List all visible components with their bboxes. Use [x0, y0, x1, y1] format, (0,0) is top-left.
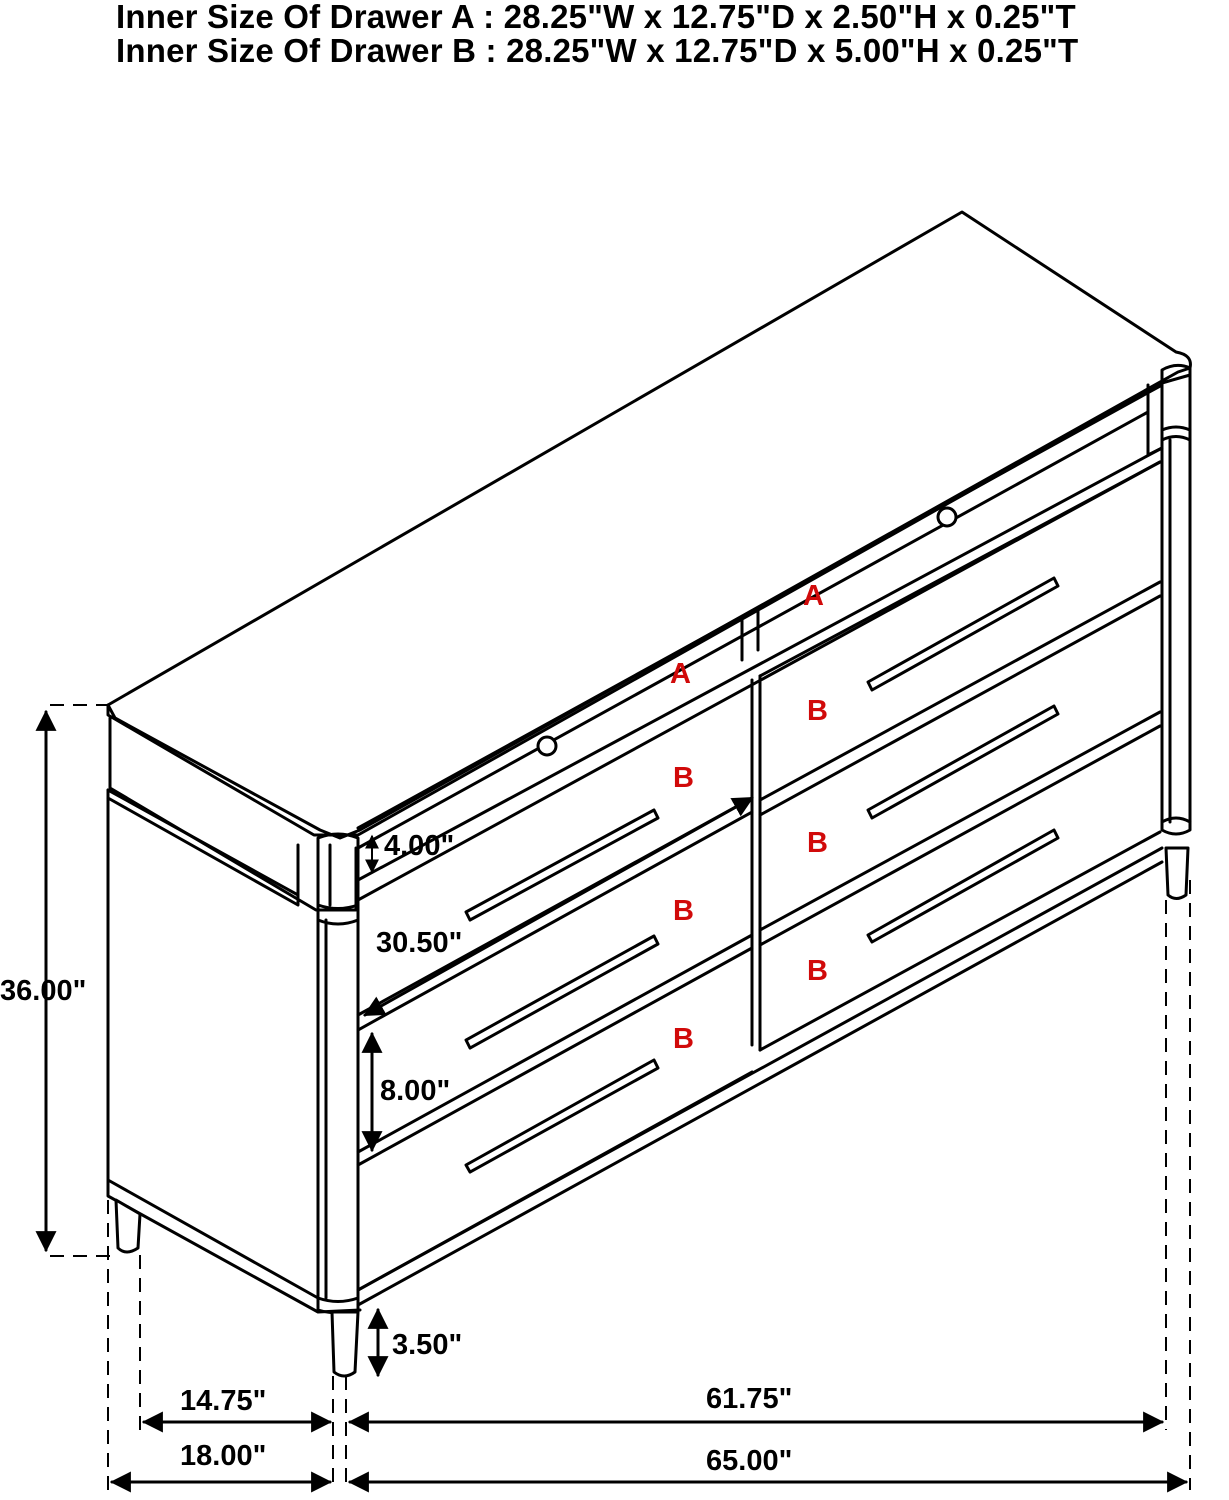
left-side-inner	[106, 788, 300, 907]
depth-dimension: 18.00"	[180, 1440, 266, 1472]
drawer-label-a-left: A	[670, 658, 691, 690]
front-left-post	[316, 832, 360, 1315]
dresser-outline	[106, 210, 1192, 1378]
pull-right-3	[866, 828, 1060, 944]
left-apron	[108, 716, 358, 912]
drawer-label-b-right-2: B	[807, 827, 828, 859]
right-drawer-lines	[758, 460, 1162, 1052]
pull-right-1	[866, 576, 1060, 692]
drawer-spec-header: Inner Size Of Drawer A : 28.25"W x 12.75…	[116, 0, 1229, 68]
top-drawer-height-dimension: 4.00"	[384, 830, 454, 862]
height-dimension: 36.00"	[0, 975, 86, 1007]
front-right-leg	[1164, 846, 1190, 900]
front-left-leg	[330, 1310, 360, 1378]
post-left-line	[324, 843, 332, 1300]
width-dimension: 65.00"	[706, 1445, 792, 1477]
back-left-leg	[114, 1198, 142, 1254]
drawer-label-a-right: A	[803, 580, 824, 612]
inner-depth-dimension: 14.75"	[180, 1385, 266, 1417]
drawer-b-spec: Inner Size Of Drawer B : 28.25"W x 12.75…	[116, 32, 1079, 69]
knob-left	[536, 735, 558, 757]
front-right-post	[1160, 363, 1192, 836]
drawer-a-spec: Inner Size Of Drawer A : 28.25"W x 12.75…	[116, 0, 1076, 35]
knob-right	[936, 506, 958, 528]
drawer-label-b-left-1: B	[673, 762, 694, 794]
drawer-label-b-right-1: B	[807, 695, 828, 727]
dimension-lines	[35, 704, 1191, 1493]
drawer-label-b-left-2: B	[673, 895, 694, 927]
pull-left-3	[464, 1058, 660, 1174]
pull-right-2	[866, 704, 1060, 820]
drawer-width-dimension: 30.50"	[376, 927, 462, 959]
inner-width-dimension: 61.75"	[706, 1383, 792, 1415]
dresser-top	[106, 210, 1192, 840]
center-divider	[750, 674, 762, 1052]
bottom-drawer-height-dimension: 8.00"	[380, 1075, 450, 1107]
drawer-label-b-right-3: B	[807, 955, 828, 987]
bottom-rail	[356, 846, 1164, 1307]
leg-height-dimension: 3.50"	[392, 1329, 462, 1361]
drawer-label-b-left-3: B	[673, 1023, 694, 1055]
drawer-labels: A A B B B B B B	[670, 580, 828, 1055]
